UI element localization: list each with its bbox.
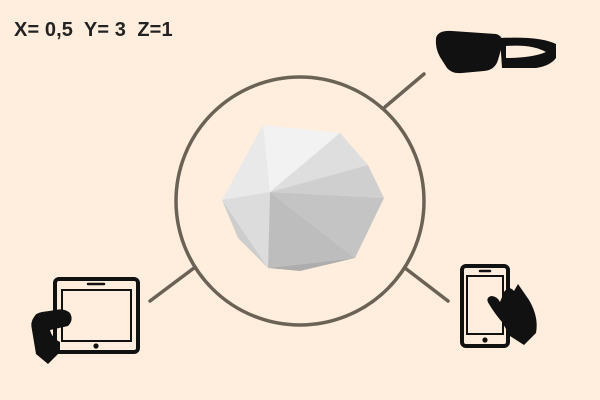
connector-line-tablet (148, 266, 196, 303)
coordinates-label: X= 0,5 Y= 3 Z=1 (14, 19, 173, 41)
tablet-in-hand-icon (31, 277, 140, 364)
icosahedron-icon (222, 125, 384, 271)
connector-line-phone (403, 266, 450, 303)
smartphone-in-hand-icon (460, 264, 537, 348)
connector-line-headset (383, 72, 426, 109)
ar-headset-icon (435, 30, 556, 74)
central-ring (174, 75, 426, 327)
